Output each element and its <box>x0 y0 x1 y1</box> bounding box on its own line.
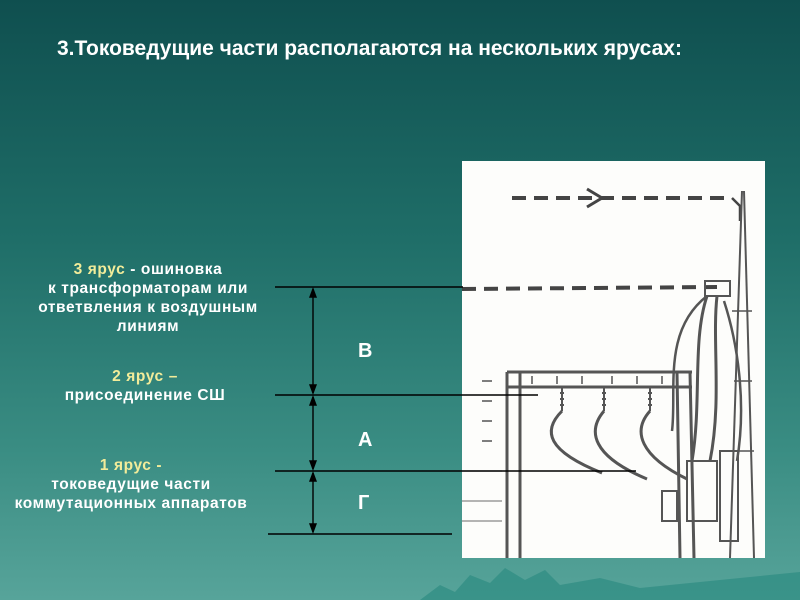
slide-title: 3.Токоведущие части располагаются на нес… <box>57 37 682 60</box>
substation-drawing <box>461 161 765 559</box>
tier-3-name: 3 ярус <box>73 261 126 278</box>
tier-1-name: 1 ярус <box>99 457 152 474</box>
tier-1-description: токоведущие части коммутационных аппарат… <box>14 476 248 512</box>
tier-2-description: присоединение СШ <box>64 387 226 404</box>
section-v-label: В <box>358 340 373 362</box>
tier-2-name: 2 ярус <box>112 368 164 385</box>
tier-1-label: 1 ярус - токоведущие части коммутационны… <box>8 456 254 513</box>
tier2-beam <box>507 370 692 389</box>
tier-2-dash: – <box>163 368 178 385</box>
section-g-label: Г <box>358 492 370 514</box>
tier-3-dash: - ошиновка <box>125 261 223 278</box>
tier-1-dash: - <box>151 457 163 474</box>
tier-2-label: 2 ярус – присоединение СШ <box>20 367 270 405</box>
mountain-silhouette <box>420 568 800 600</box>
tier-3-label: 3 ярус - ошиновка к трансформаторам или … <box>22 260 274 336</box>
arrow-head-icon <box>586 187 605 209</box>
tier-3-description: к трансформаторам или ответвления к возд… <box>38 280 258 335</box>
section-a-label: А <box>358 429 373 451</box>
